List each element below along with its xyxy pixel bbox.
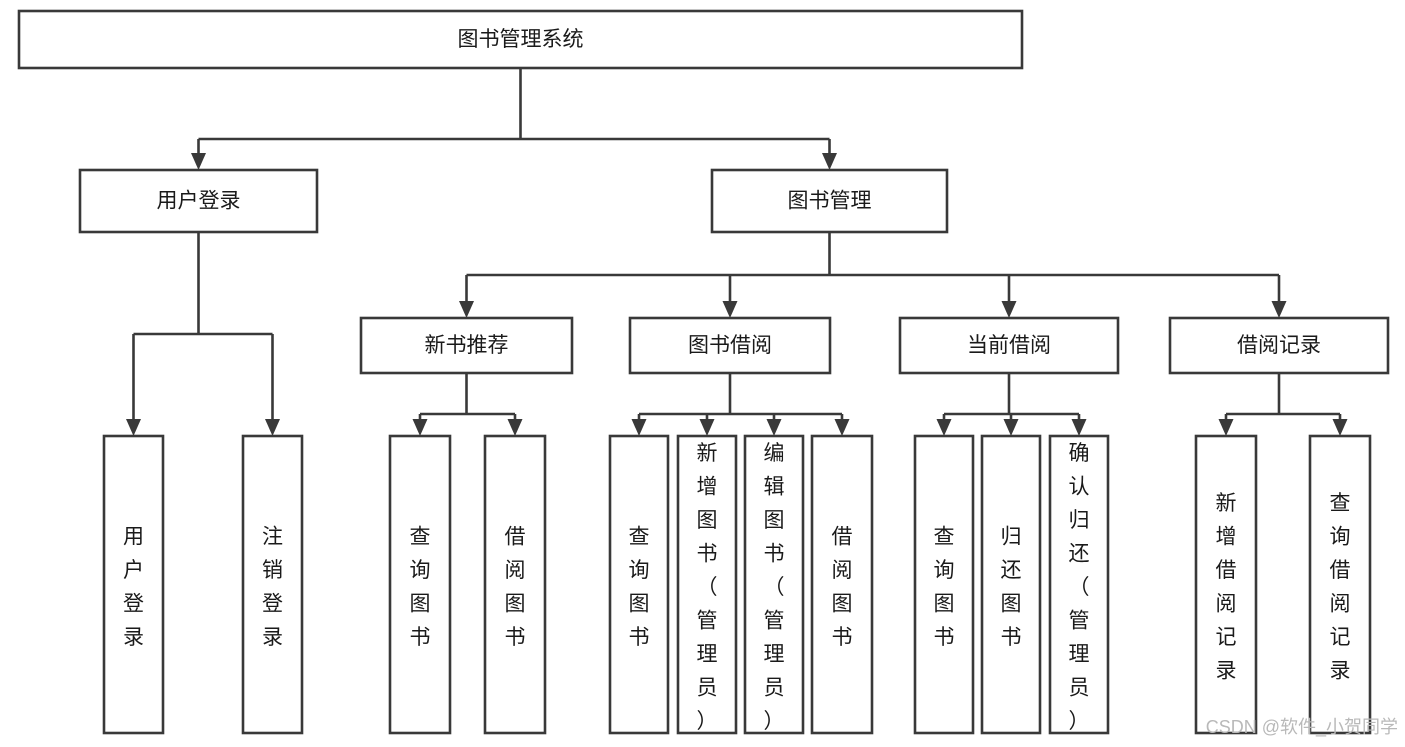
node-leaf-edit-book[interactable]: 编辑图书（管理员） [743,434,805,735]
node-label: 归还图书 [1001,526,1022,650]
node-label: 借阅图书 [832,526,853,650]
node-leaf-user-login[interactable]: 用户登录 [102,434,165,735]
arrow-head-icon [834,419,850,436]
node-leaf-borrow-book-1[interactable]: 借阅图书 [483,434,547,735]
node-book-borrow[interactable]: 图书借阅 [628,316,832,375]
node-label: 确认归还（管理员） [1069,442,1090,733]
arrow-head-icon [722,301,738,318]
node-label: 图书管理系统 [458,28,584,51]
node-leaf-query-book-1[interactable]: 查询图书 [388,434,452,735]
arrow-head-icon [459,301,474,318]
node-label: 当前借阅 [967,334,1051,357]
node-book-manage[interactable]: 图书管理 [710,168,949,234]
arrow-head-icon [265,419,280,436]
node-label: 新增图书（管理员） [697,442,718,733]
node-label: 图书管理 [788,190,872,213]
node-user-login[interactable]: 用户登录 [78,168,319,234]
node-leaf-borrow-book-2[interactable]: 借阅图书 [810,434,874,735]
node-root-图书管理系统[interactable]: 图书管理系统 [17,9,1024,70]
arrow-head-icon [1003,419,1019,436]
node-label: 查询图书 [629,526,650,650]
arrow-head-icon [1001,301,1017,318]
node-borrow-record[interactable]: 借阅记录 [1168,316,1390,375]
arrow-head-icon [126,419,141,436]
node-label: 注销登录 [262,526,283,650]
node-leaf-return-book[interactable]: 归还图书 [980,434,1042,735]
arrow-head-icon [191,153,206,170]
node-leaf-query-book-2[interactable]: 查询图书 [608,434,670,735]
node-leaf-user-logout[interactable]: 注销登录 [241,434,304,735]
arrow-head-icon [822,153,837,170]
arrow-head-icon [631,419,647,436]
arrow-head-icon [936,419,952,436]
arrow-head-icon [1332,419,1348,436]
node-label: 用户登录 [157,190,241,213]
arrow-head-icon [507,419,523,436]
arrow-head-icon [1271,301,1287,318]
node-new-book-recommend[interactable]: 新书推荐 [359,316,574,375]
node-boxes: 图书管理系统用户登录图书管理新书推荐图书借阅当前借阅借阅记录用户登录注销登录查询… [17,9,1390,735]
node-leaf-add-record[interactable]: 新增借阅记录 [1194,434,1258,735]
node-label: 图书借阅 [688,334,772,357]
node-label: 借阅图书 [505,526,526,650]
arrow-head-icon [412,419,428,436]
node-leaf-add-book[interactable]: 新增图书（管理员） [676,434,738,735]
node-label: 用户登录 [123,526,144,650]
node-label: 新增借阅记录 [1216,492,1237,683]
node-leaf-query-record[interactable]: 查询借阅记录 [1308,434,1372,735]
watermark-label: CSDN @软件_小贺同学 [1206,717,1398,738]
node-label: 查询图书 [410,526,431,650]
node-label: 新书推荐 [425,334,509,357]
arrow-head-icon [1218,419,1234,436]
node-leaf-query-book-3[interactable]: 查询图书 [913,434,975,735]
node-label: 编辑图书（管理员） [764,442,785,733]
node-leaf-confirm-return[interactable]: 确认归还（管理员） [1048,434,1110,735]
node-label: 借阅记录 [1237,334,1321,357]
connector-lines [126,68,1348,436]
arrow-head-icon [699,419,715,436]
arrow-head-icon [1071,419,1087,436]
node-label: 查询借阅记录 [1330,492,1351,683]
node-current-borrow[interactable]: 当前借阅 [898,316,1120,375]
arrow-head-icon [766,419,782,436]
node-label: 查询图书 [934,526,955,650]
